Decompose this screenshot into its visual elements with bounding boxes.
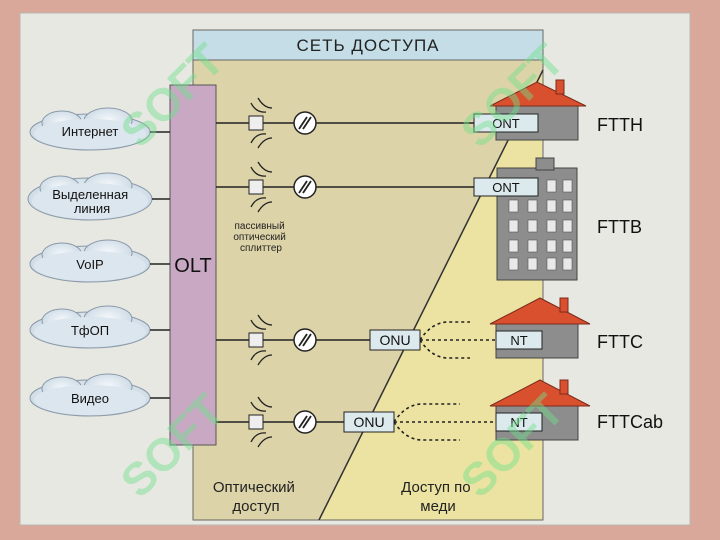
onu-label: ONU [353,414,384,430]
zone-boundary-line [318,69,544,521]
cloud-icon [29,305,151,349]
optical-coupler-icon [293,410,317,434]
service-voip: VoIP [29,239,151,283]
endpoint-ftth: FTTH [597,115,643,135]
access-network-header [192,29,544,61]
fttb-building [496,157,578,281]
service-leased-line: Выделенная линия [27,172,153,221]
service-label: Выделенная линия [52,187,131,216]
service-label: Видео [71,391,109,406]
cloud-icon [29,107,151,151]
service-label: VoIP [76,257,103,272]
cloud-icon [29,373,151,417]
nt-box [495,330,543,350]
optical-coupler-icon [293,328,317,352]
service-connectors [150,131,170,399]
copper-drops [419,321,496,359]
splitter-node [248,396,317,448]
splitter-node [248,314,317,366]
endpoint-fttc: FTTC [597,332,643,352]
service-video: Видео [29,373,151,417]
service-label: Интернет [62,124,119,139]
optical-coupler-icon [293,111,317,135]
splitter-node [248,97,317,149]
ont-label: ONT [492,180,520,195]
optical-access-label: Оптический доступ [213,479,299,515]
olt-bar [169,84,217,446]
optical-coupler-icon [293,175,317,199]
nt-label: NT [510,415,527,430]
ont-label: ONT [492,116,520,131]
service-label: ТфОП [71,323,109,338]
onu-label: ONU [379,332,410,348]
olt-label: OLT [174,255,211,277]
nt-label: NT [510,333,527,348]
ont-box [473,113,539,133]
endpoint-fttcab: FTTCab [597,412,663,432]
service-pstn: ТфОП [29,305,151,349]
splitter-caption: пассивный оптический сплиттер [233,221,288,254]
endpoint-fttb: FTTB [597,217,642,237]
access-network-title: СЕТЬ ДОСТУПА [296,36,439,55]
splitter-node [248,161,317,213]
copper-access-label: Доступ по меди [401,479,475,515]
cloud-icon [29,239,151,283]
copper-drops [393,403,496,441]
nt-box [495,412,543,432]
ont-box [473,177,539,197]
service-internet: Интернет [29,107,151,151]
cloud-icon [27,172,153,221]
